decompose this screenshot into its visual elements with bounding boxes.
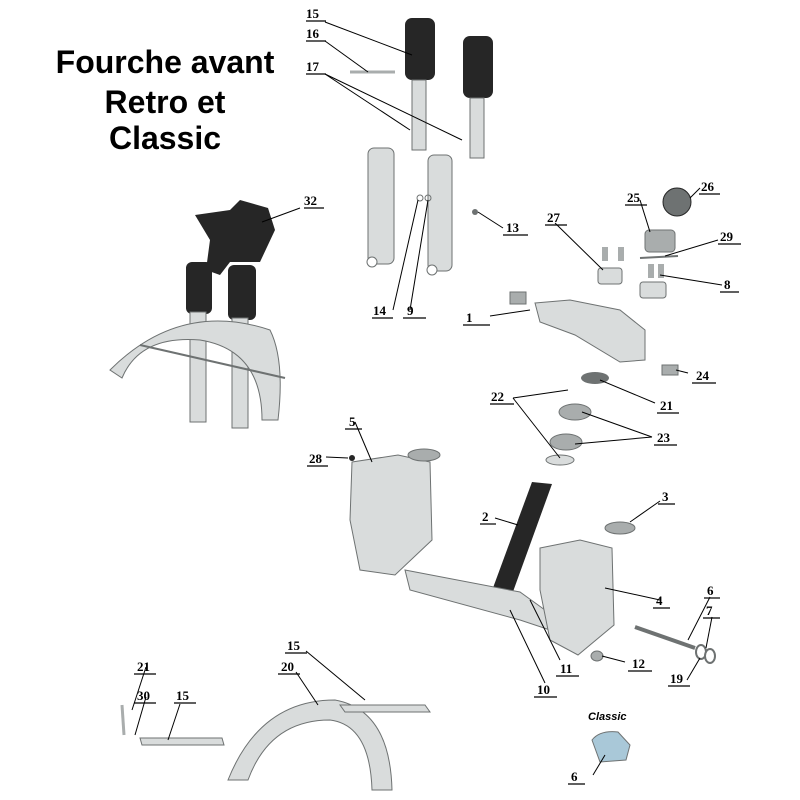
label-13: 13 [506, 220, 520, 235]
axle-hardware-drawing [590, 625, 716, 664]
label-18: 16 [306, 26, 320, 41]
part-labels: 15 16 17 32 13 14 9 1 27 25 26 29 8 [134, 6, 741, 785]
label-20: 20 [281, 659, 294, 674]
label-27: 26 [701, 179, 715, 194]
label-28: 27 [547, 210, 561, 225]
label-1: 1 [466, 310, 473, 325]
label-4: 4 [656, 593, 663, 608]
lower-fender-drawing [120, 699, 431, 791]
title-line-1: Fourche avant [55, 44, 275, 80]
label-5: 5 [349, 414, 356, 429]
label-8: 8 [724, 277, 731, 292]
label-15-lower: 15 [176, 688, 190, 703]
fork-tubes-drawing [366, 18, 493, 276]
label-26: 25 [627, 190, 641, 205]
label-32: 32 [304, 193, 317, 208]
label-6-classic: 6 [571, 769, 578, 784]
lower-yoke-drawing [349, 448, 636, 656]
title-line-2: Retro et [104, 84, 226, 120]
label-23: 22 [491, 389, 504, 404]
label-21: 21 [137, 659, 150, 674]
leader-lines [131, 21, 723, 776]
label-15-upper: 15 [287, 638, 301, 653]
steering-stem-drawing [490, 482, 552, 600]
label-12: 12 [632, 656, 645, 671]
label-3: 3 [662, 489, 669, 504]
title-line-3: Classic [108, 120, 222, 156]
label-7: 7 [706, 603, 713, 618]
label-17: 15 [306, 6, 320, 21]
label-2: 2 [482, 509, 489, 524]
label-31: 30 [137, 688, 150, 703]
label-16: 17 [306, 59, 320, 74]
assembled-fork-drawing [109, 200, 286, 429]
label-9: 9 [407, 303, 414, 318]
label-29: 28 [309, 451, 323, 466]
label-30: 29 [720, 229, 734, 244]
classic-part-drawing [591, 731, 631, 763]
top-clamp-drawing [509, 187, 692, 376]
label-14: 14 [373, 303, 387, 318]
label-19: 19 [670, 671, 684, 686]
label-6: 6 [707, 583, 714, 598]
label-11: 11 [560, 661, 572, 676]
label-22: 21 [660, 398, 673, 413]
label-25: 24 [696, 368, 710, 383]
label-10: 10 [537, 682, 550, 697]
classic-variant-tag: Classic [588, 711, 627, 723]
label-24: 23 [657, 430, 671, 445]
